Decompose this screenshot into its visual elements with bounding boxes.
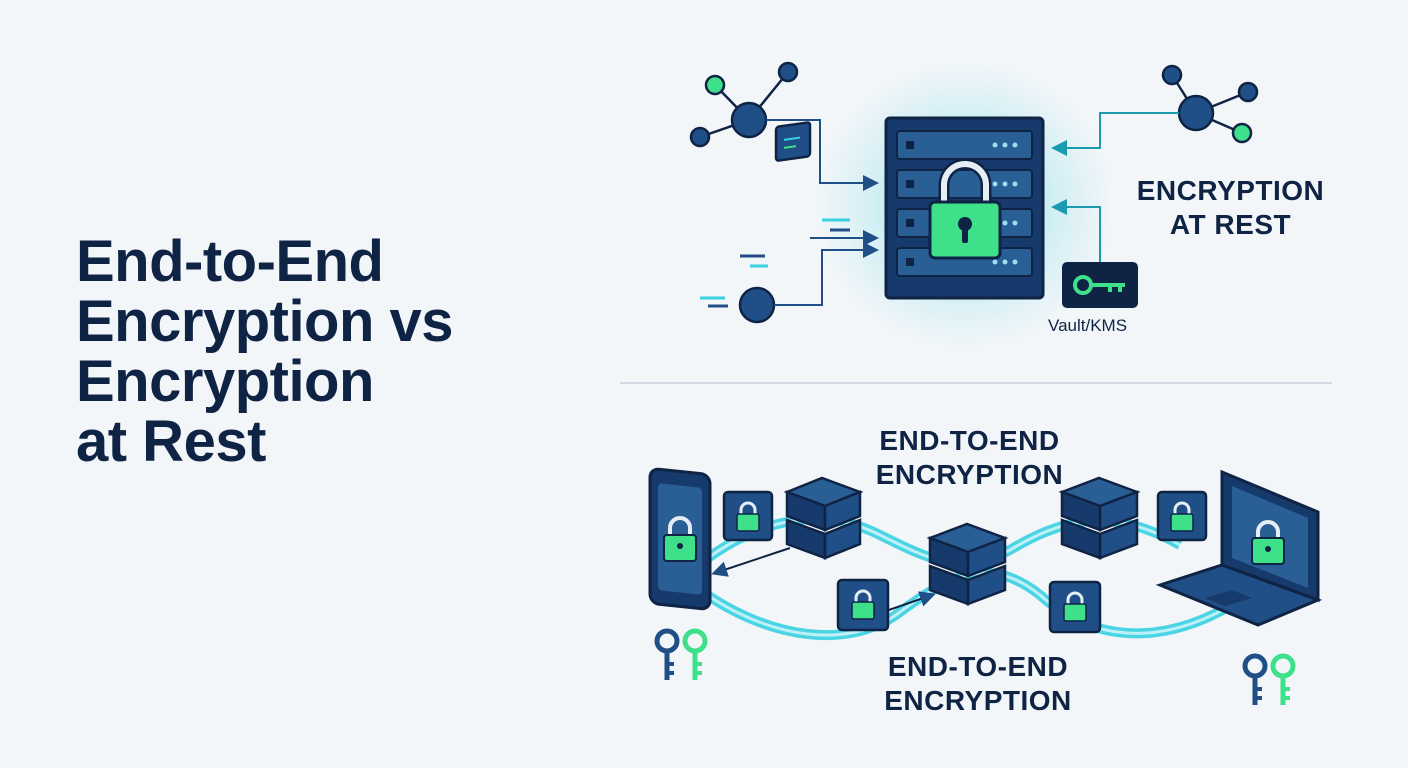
key-pair-icon-left [654, 628, 708, 680]
e2e-lower-line-1: END-TO-END [887, 651, 1069, 682]
e2e-upper-line-2: ENCRYPTION [875, 459, 1064, 490]
e2e-lower-line-2: ENCRYPTION [884, 685, 1072, 716]
network-node-icon [689, 61, 799, 148]
flow-arrow-in-1 [766, 119, 879, 191]
encrypted-packet-icon [1048, 580, 1102, 634]
encrypted-packet-icon [722, 490, 774, 542]
title-line-1: End-to-End [76, 229, 384, 294]
vault-kms-label: Vault/KMS [1048, 316, 1128, 335]
client-node-icon [700, 286, 776, 324]
padlock-icon [928, 158, 1002, 260]
flow-arrow-in-3 [774, 242, 879, 306]
encrypted-packet-icon [1156, 490, 1208, 542]
key-pair-icon-right [1242, 653, 1296, 705]
data-packet-icon [740, 121, 850, 268]
vault-key-icon [1062, 262, 1138, 308]
e2e-upper-line-1: END-TO-END [879, 425, 1060, 456]
at-rest-label-line-1: ENCRYPTION [1136, 175, 1325, 206]
flow-arrow-in-4 [1051, 112, 1179, 156]
e2e-label-lower: END-TO-END ENCRYPTION [862, 650, 1094, 718]
smartphone-icon [648, 467, 712, 611]
page-title: End-to-End Encryption vs Encryption at R… [76, 229, 454, 474]
at-rest-panel [689, 60, 1259, 350]
relay-server-icon [926, 522, 1009, 606]
e2e-panel [648, 467, 1323, 705]
laptop-icon [1155, 469, 1323, 627]
at-rest-label-line-2: AT REST [1169, 209, 1292, 240]
title-line-4: at Rest [76, 409, 266, 474]
title-line-2: Encryption vs [76, 289, 454, 354]
title-line-3: Encryption [76, 349, 374, 414]
at-rest-label: ENCRYPTION AT REST [1118, 174, 1343, 242]
relay-server-icon [1058, 476, 1141, 560]
relay-server-icon [783, 476, 864, 560]
network-node-icon-right [1161, 64, 1259, 144]
e2e-label-upper: END-TO-END ENCRYPTION [862, 424, 1077, 492]
encrypted-packet-icon [836, 578, 890, 632]
key-flow-arrow [1051, 199, 1101, 262]
